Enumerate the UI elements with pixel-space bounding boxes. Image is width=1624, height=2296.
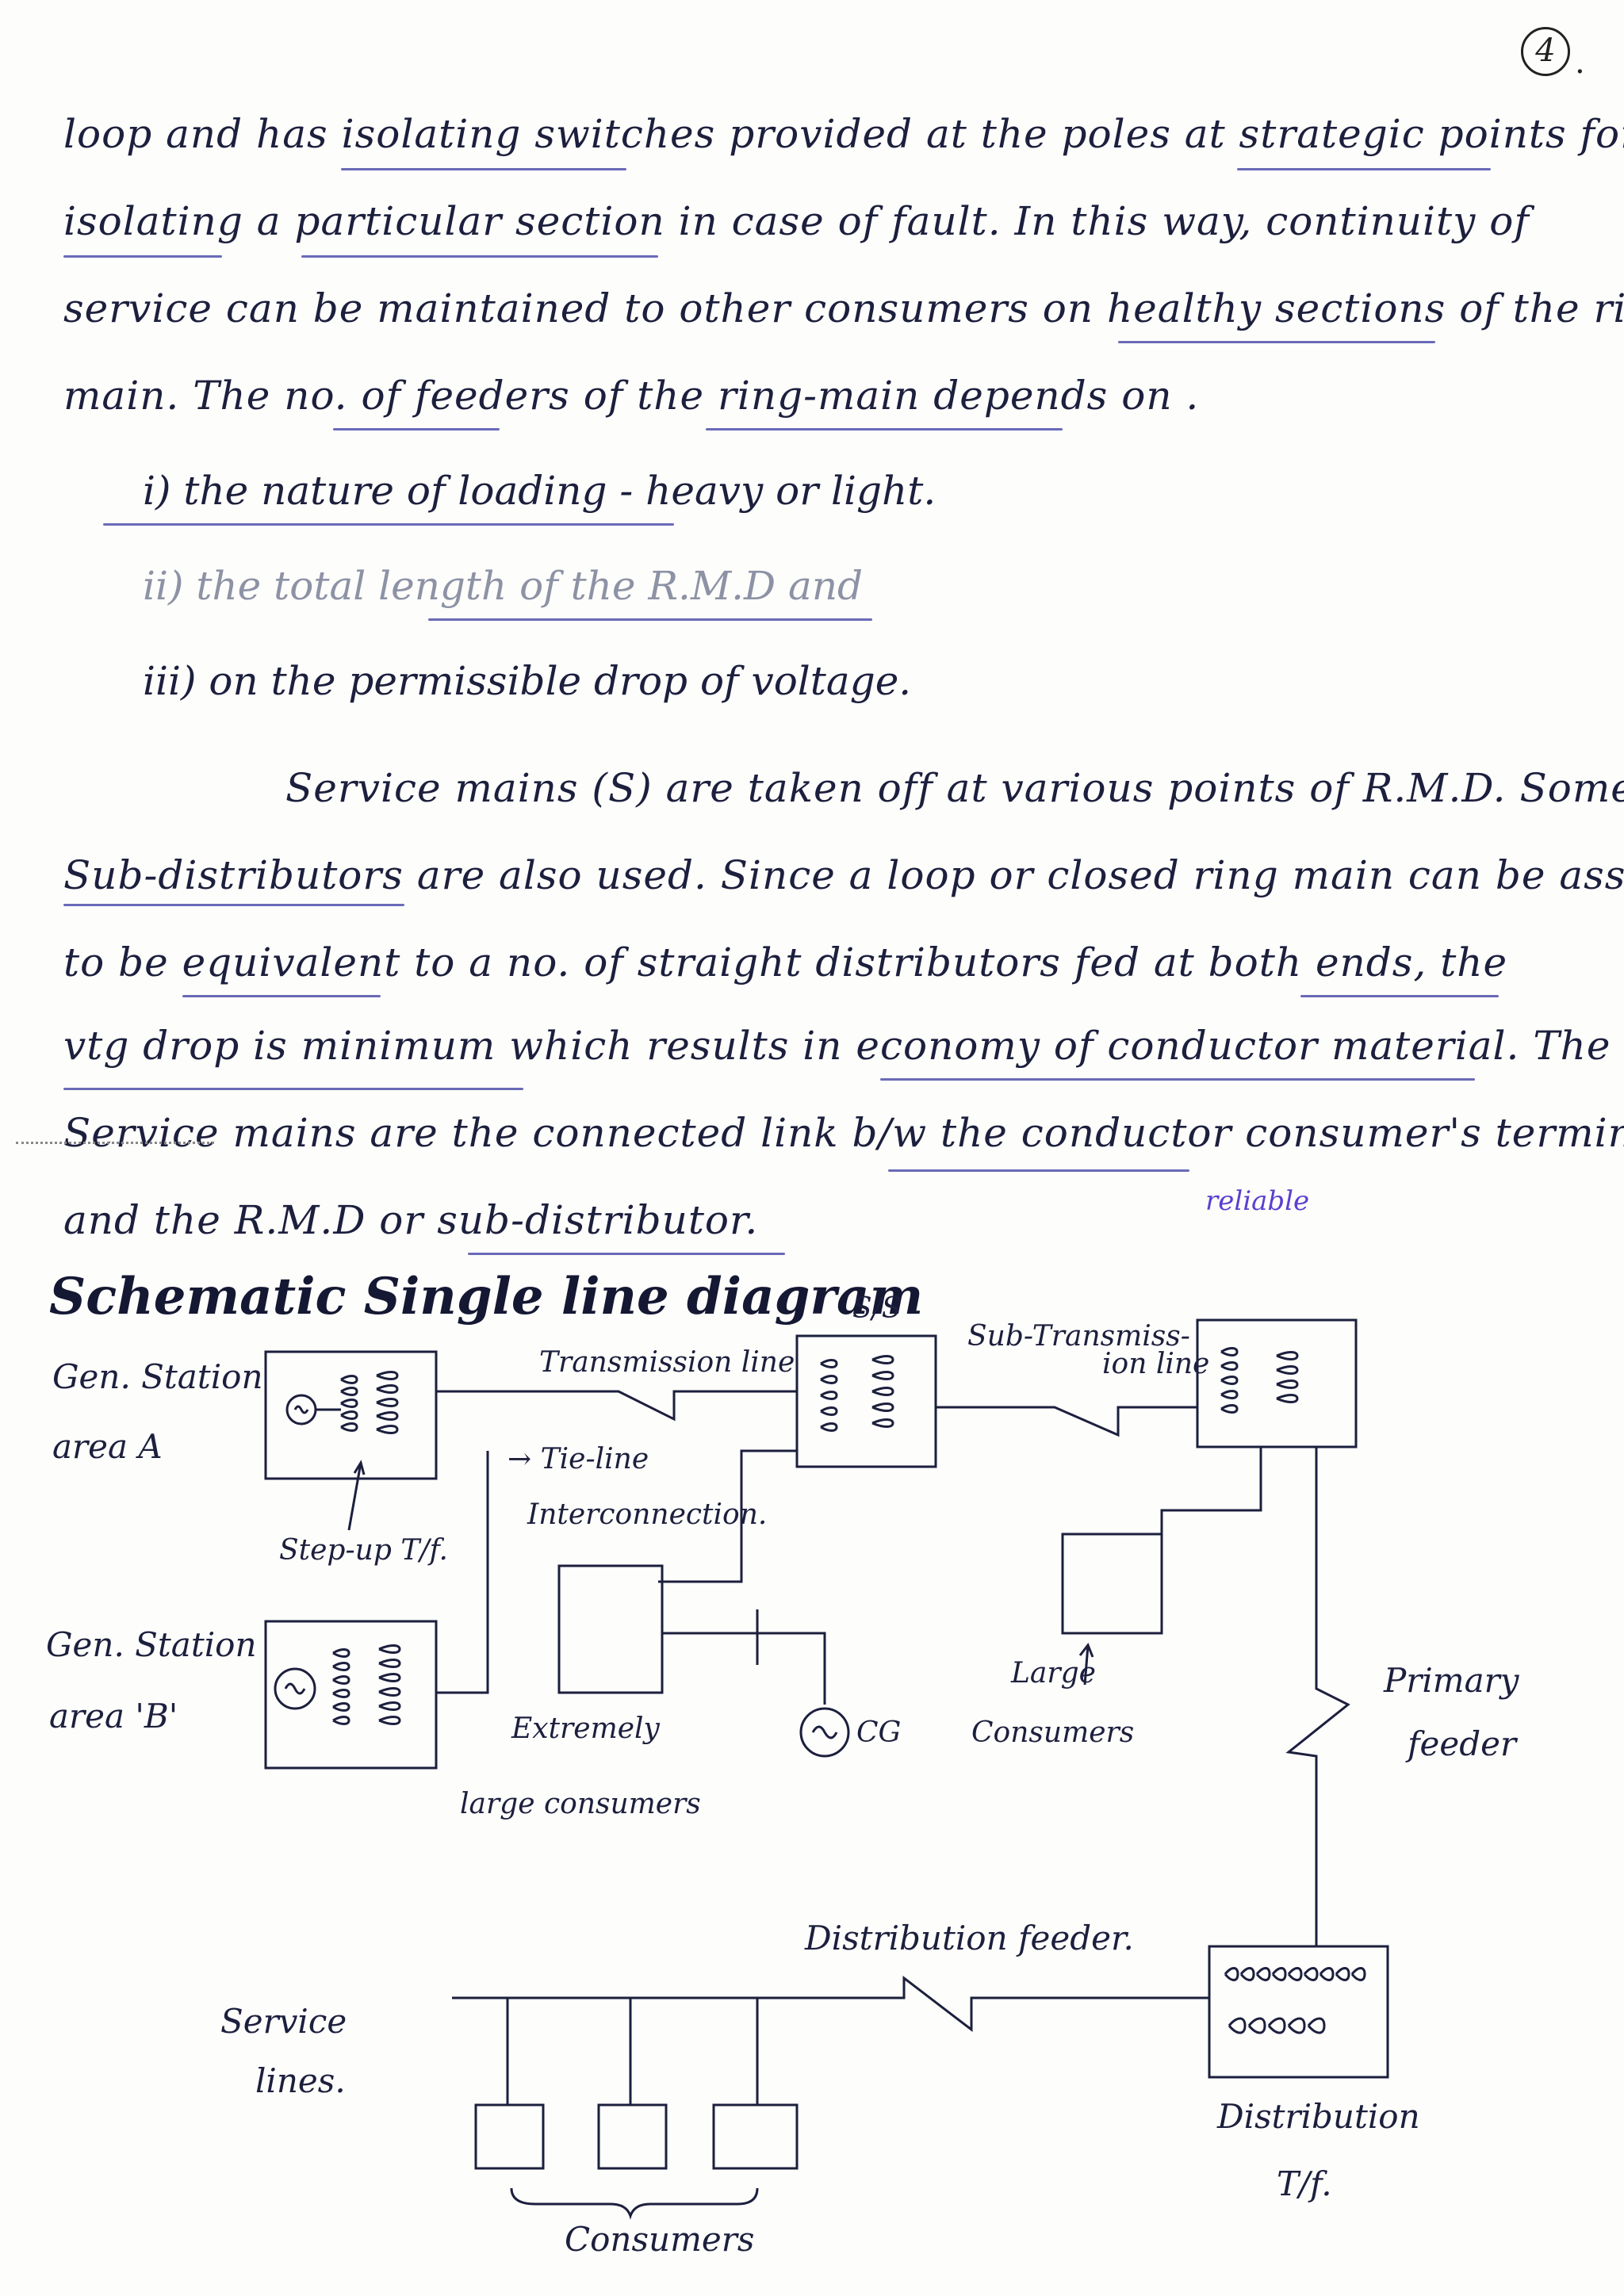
label-large-consumers: Consumers [971, 1716, 1135, 1749]
text-line-2: isolating a particular section in case o… [63, 198, 1530, 244]
label-sub-transmission-1: Sub-Transmiss- [967, 1320, 1190, 1353]
text-line-4: main. The no. of feeders of the ring-mai… [63, 373, 1200, 419]
label-extremely: Extremely [511, 1712, 660, 1745]
extremely-large-consumers-box [557, 1564, 664, 1694]
label-cg: CG [856, 1716, 902, 1749]
underline [341, 168, 626, 170]
page-number-dot: . [1575, 44, 1585, 81]
label-gen-station-a: Gen. Station [52, 1357, 263, 1396]
underline [888, 1169, 1189, 1172]
label-lines: lines. [255, 2061, 346, 2100]
underline [63, 904, 404, 906]
step-up-transformer-a-icon [340, 1371, 399, 1434]
margin-note: reliable [1205, 1185, 1310, 1217]
diagram-heading: Schematic Single line diagram [49, 1267, 924, 1326]
sub-transmission-line [936, 1406, 1197, 1437]
transmission-line [436, 1390, 797, 1422]
underline [1118, 341, 1435, 343]
distribution-substation-transformer-icon [1220, 1347, 1299, 1414]
underline [103, 523, 674, 526]
label-distribution-feeder: Distribution feeder. [805, 1919, 1134, 1957]
consumer-box-2 [597, 2103, 668, 2170]
interconnection-line [658, 1449, 797, 1583]
primary-feeder [1285, 1447, 1350, 1946]
underline [428, 618, 872, 621]
distribution-substation-box [1196, 1318, 1358, 1448]
underline [880, 1078, 1475, 1081]
text-line-8: vtg drop is minimum which results in eco… [63, 1023, 1611, 1069]
label-area-b: area 'B' [49, 1697, 178, 1735]
underline [63, 255, 222, 258]
consumer-box-3 [712, 2103, 799, 2170]
underline [301, 255, 658, 258]
label-primary: Primary [1384, 1661, 1519, 1700]
underline [1237, 168, 1491, 170]
label-feeder: feeder [1408, 1724, 1517, 1763]
list-item-3: iii) on the permissible drop of voltage. [143, 658, 912, 704]
step-up-pointer [347, 1462, 362, 1531]
consumer-box-1 [474, 2103, 545, 2170]
underline [468, 1253, 785, 1255]
label-transmission-line: Transmission line [539, 1346, 795, 1379]
distribution-transformer-icon [1224, 1967, 1366, 2034]
generator-a-wave-icon [293, 1405, 309, 1414]
page-number: 4 [1521, 27, 1570, 76]
gen-station-b-box [264, 1620, 438, 1770]
label-gen-station-b: Gen. Station [46, 1625, 257, 1664]
label-substation: S/S [852, 1292, 902, 1325]
label-step-up: Step-up T/f. [279, 1534, 448, 1567]
label-tie-line: → Tie-line [508, 1443, 649, 1475]
text-line-5: Service mains (S) are taken off at vario… [285, 765, 1624, 811]
step-up-transformer-b-icon [332, 1644, 401, 1725]
underline [333, 428, 500, 430]
substation-transformer-icon [820, 1355, 894, 1432]
list-item-1: i) the nature of loading - heavy or ligh… [143, 468, 936, 514]
label-consumers: Consumers [565, 2220, 755, 2259]
underline [63, 1088, 523, 1090]
dotted-margin-line [16, 1142, 214, 1144]
tie-line [436, 1451, 489, 1694]
label-interconnection: Interconnection. [527, 1498, 768, 1531]
label-sub-transmission-2: ion line [1102, 1348, 1210, 1380]
label-distribution: Distribution [1217, 2097, 1420, 2136]
text-line-10: and the R.M.D or sub-distributor. [63, 1197, 759, 1243]
label-tf: T/f. [1277, 2164, 1332, 2203]
underline [1300, 995, 1499, 997]
text-line-3: service can be maintained to other consu… [63, 285, 1624, 331]
label-large-consumers-1: large consumers [460, 1788, 701, 1820]
label-large: Large [1011, 1657, 1096, 1689]
label-area-a: area A [52, 1427, 163, 1466]
large-consumers-pointer [1083, 1644, 1090, 1686]
generator-b-icon [274, 1667, 316, 1710]
distribution-feeder [452, 1975, 1209, 2033]
gen-station-a-box [264, 1350, 438, 1480]
substation-box [795, 1334, 937, 1468]
consumers-brace [510, 2187, 759, 2220]
large-consumer-feed [1160, 1447, 1262, 1534]
label-service: Service [220, 2002, 347, 2041]
text-line-7: to be equivalent to a no. of straight di… [63, 939, 1508, 985]
underline [182, 995, 381, 997]
list-item-2: ii) the total length of the R.M.D and [143, 563, 864, 609]
text-line-1: loop and has isolating switches provided… [63, 111, 1624, 157]
large-consumers-box [1061, 1533, 1163, 1635]
distribution-transformer-box [1208, 1945, 1389, 2079]
text-line-9: Service mains are the connected link b/w… [63, 1110, 1624, 1156]
text-line-6: Sub-distributors are also used. Since a … [63, 852, 1624, 898]
underline [706, 428, 1063, 430]
captive-generator-icon [799, 1707, 850, 1758]
